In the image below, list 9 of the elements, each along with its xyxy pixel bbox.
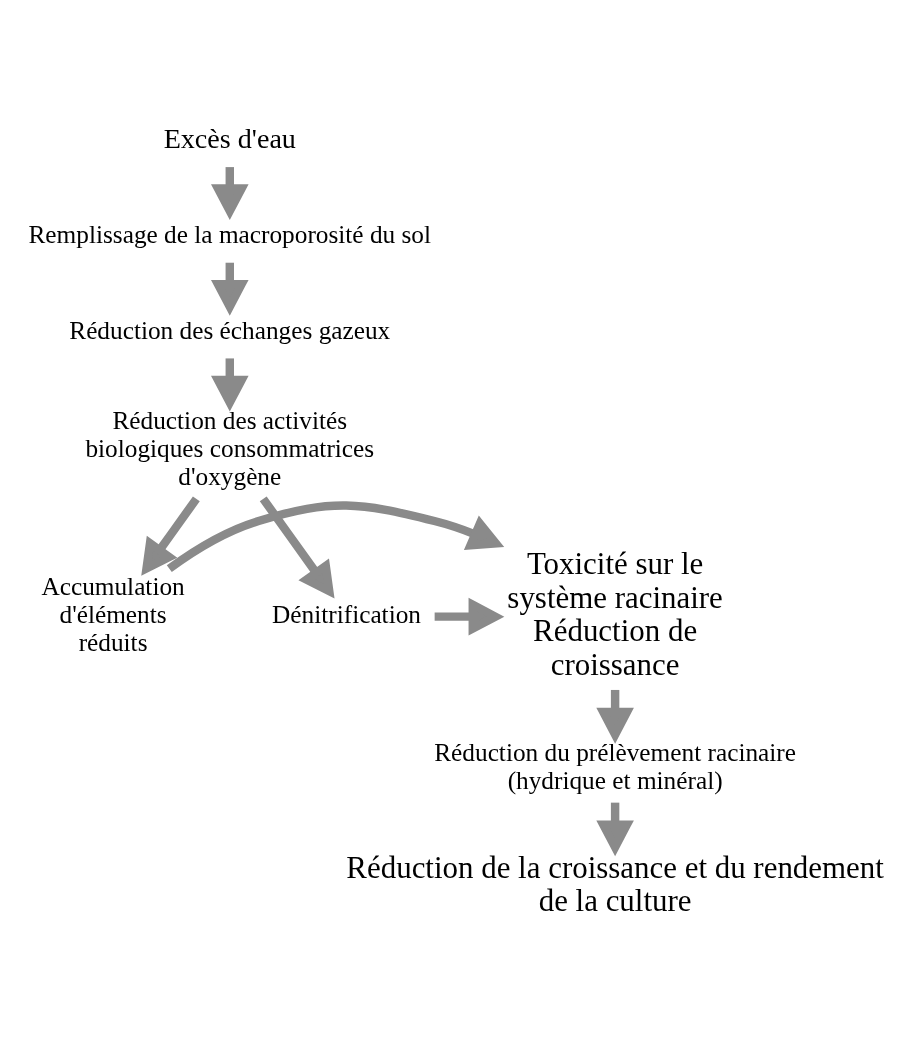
node-text: Réduction du prélèvement racinaire (hydrique et minéral): [433, 737, 796, 794]
node-text: Réduction de la croissance et du rendement de la culture: [345, 849, 884, 919]
node-text: Dénitrification: [271, 599, 421, 628]
node-text: Remplissage de la macroporosité du sol: [28, 220, 431, 249]
node-text: Réduction des échanges gazeux: [68, 315, 390, 344]
node-text: Accumulation d'éléments réduits: [40, 571, 185, 656]
node-text: Réduction des activités biologiques consommatrices d'oxygène: [84, 405, 374, 490]
node-text: Toxicité sur le système racinaire Réduction de croissance: [506, 545, 723, 683]
node-text: Excès d'eau: [163, 123, 296, 155]
